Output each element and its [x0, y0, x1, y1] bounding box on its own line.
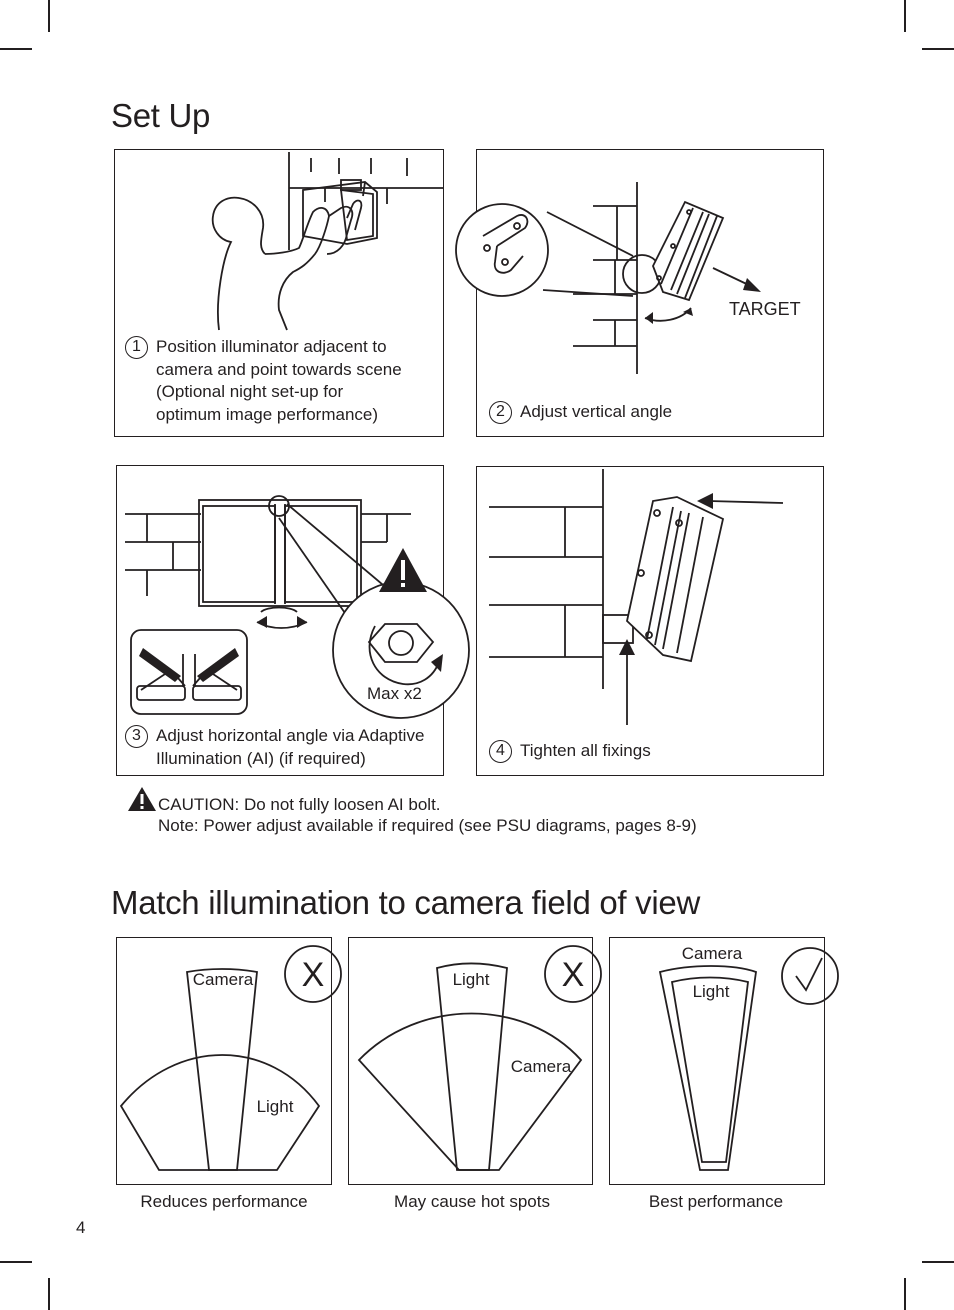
fov-diagram-2: X Light Camera — [357, 945, 602, 1171]
verdict-x: X — [562, 956, 585, 994]
page-number: 4 — [76, 1218, 86, 1237]
section-title-match-illumination: Match illumination to camera field of vi… — [111, 884, 700, 921]
fov-diagram-3: Camera Light — [658, 944, 839, 1171]
step-number-badge: 2 — [489, 401, 512, 424]
caution-text: CAUTION: Do not fully loosen AI bolt. No… — [158, 794, 697, 836]
crop-mark — [904, 1278, 906, 1310]
horizontal-angle-illustration: Max x2 — [125, 495, 470, 719]
fov-panel-reduces: X Camera Light — [116, 937, 342, 1185]
step-2-line: Adjust vertical angle — [520, 402, 673, 421]
crop-mark — [904, 0, 906, 32]
step-4-panel: 4 Tighten all fixings — [476, 466, 824, 776]
step-4-line: Tighten all fixings — [520, 741, 651, 760]
fov-panel-hotspots: X Light Camera — [348, 937, 602, 1185]
fov-inner-label: Light — [453, 970, 490, 989]
step-number-badge: 3 — [125, 725, 148, 748]
step-1-line: (Optional night set-up for — [156, 382, 344, 401]
caution-icon — [128, 787, 156, 811]
fov-inner-label: Light — [693, 982, 730, 1001]
crop-mark — [922, 1261, 954, 1263]
step-3-panel: Max x2 3 Adjust horizontal angle via Ada… — [116, 465, 470, 776]
section-title-setup: Set Up — [111, 97, 211, 134]
fov-outer-label: Camera — [682, 944, 743, 963]
fov-caption-2: May cause hot spots — [394, 1192, 550, 1211]
fov-caption-1: Reduces performance — [140, 1192, 308, 1211]
tighten-fixings-illustration — [489, 469, 784, 725]
note-line: Note: Power adjust available if required… — [158, 816, 697, 835]
person-installing-illustration — [211, 152, 443, 331]
crop-mark — [922, 48, 954, 50]
crop-mark — [48, 0, 50, 32]
step-3-line: Illumination (AI) (if required) — [156, 748, 366, 768]
fov-panel-best: Camera Light — [609, 937, 839, 1185]
fov-caption-3: Best performance — [648, 1192, 784, 1211]
fov-diagram-1: X Camera Light — [119, 945, 342, 1171]
step-2-panel: TARGET 2 Adjust vertical angle — [455, 149, 824, 437]
verdict-x: X — [302, 956, 325, 994]
step-2-text: Adjust vertical angle — [520, 401, 672, 424]
fov-outer-label: Light — [257, 1097, 294, 1116]
caution-line: CAUTION: Do not fully loosen AI bolt. — [158, 795, 441, 814]
step-1-text: Position illuminator adjacent to camera … — [156, 336, 402, 426]
step-1-line: Position illuminator adjacent to — [156, 337, 387, 356]
fov-inner-label: Camera — [193, 970, 254, 989]
fov-outer-label: Camera — [511, 1057, 572, 1076]
step-3-text: Adjust horizontal angle via Adaptive Ill… — [156, 725, 424, 770]
step-1-panel: 1 Position illuminator adjacent to camer… — [114, 149, 444, 437]
step-number-badge: 4 — [489, 740, 512, 763]
vertical-angle-illustration: TARGET — [455, 182, 801, 374]
crop-mark — [48, 1278, 50, 1310]
step-3-line: Adjust horizontal angle via Adaptive — [156, 726, 425, 745]
step-4-text: Tighten all fixings — [520, 740, 651, 763]
crop-mark — [0, 1261, 32, 1263]
crop-mark — [0, 48, 32, 50]
max-x2-label: Max x2 — [367, 684, 422, 703]
step-number-badge: 1 — [125, 336, 148, 359]
step-1-line: optimum image performance) — [156, 404, 379, 424]
step-1-line: camera and point towards scene — [156, 359, 402, 379]
target-label: TARGET — [729, 299, 801, 319]
